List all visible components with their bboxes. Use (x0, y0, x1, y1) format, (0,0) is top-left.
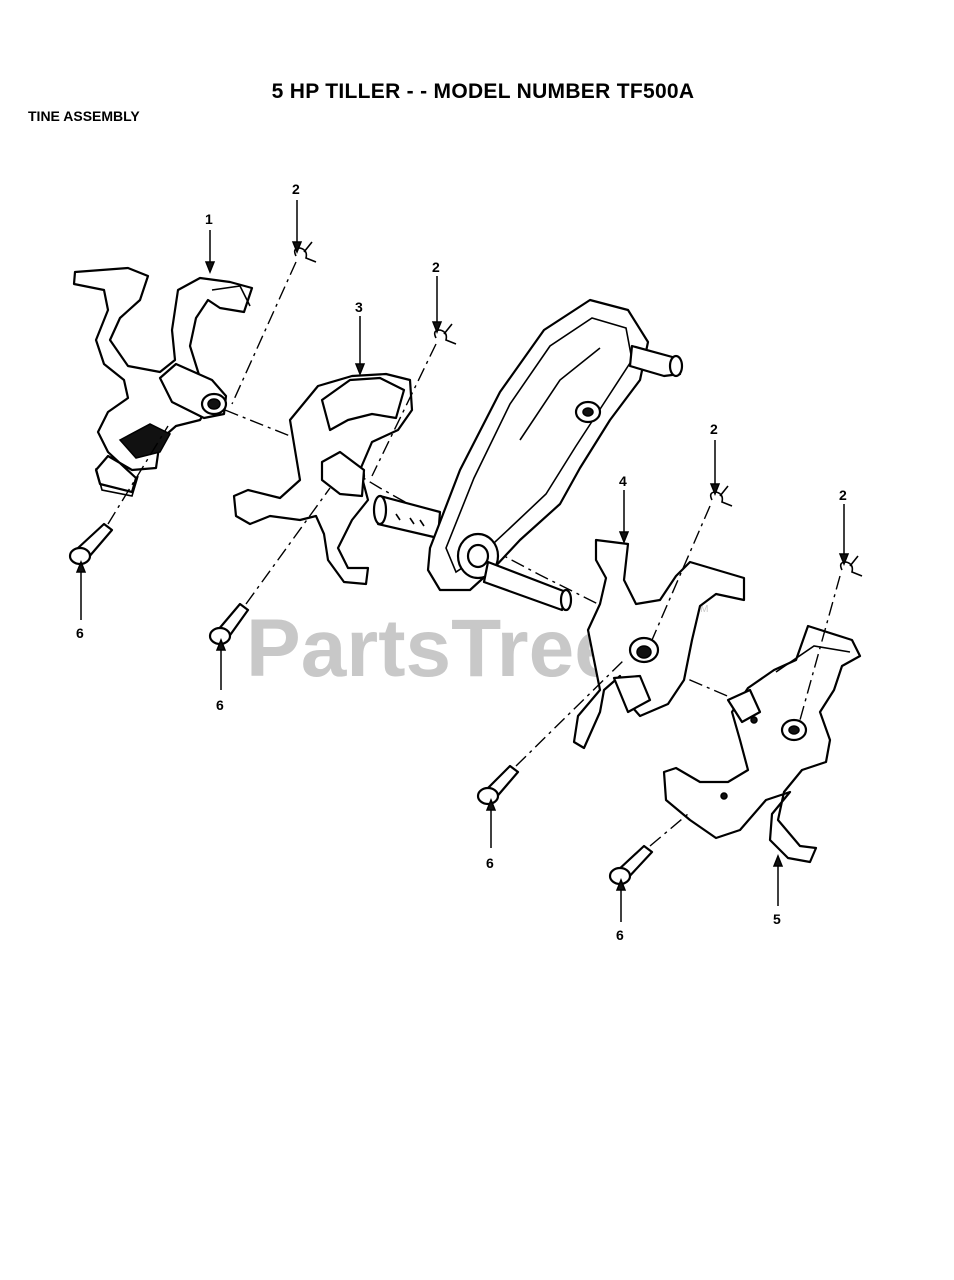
callout-part-6a: 6 (76, 625, 84, 641)
callout-part-2d: 2 (839, 487, 847, 503)
clevis-pin-6a (68, 425, 169, 566)
callout-part-5: 5 (773, 911, 781, 927)
tine-shaft (372, 494, 442, 540)
clevis-pin-6c (476, 659, 625, 806)
watermark-trademark: TM (694, 604, 708, 615)
hairpin-clip-2a (231, 241, 317, 405)
diagram-title: 5 HP TILLER - - MODEL NUMBER TF500A (271, 80, 695, 103)
callout-part-6d: 6 (616, 927, 624, 943)
callout-part-2a: 2 (292, 181, 300, 197)
hairpin-clip-2d (799, 555, 863, 721)
callout-part-2b: 2 (432, 259, 440, 275)
assembly-name: TINE ASSEMBLY (28, 108, 140, 124)
callout-part-4: 4 (619, 473, 627, 489)
hairpin-clip-2b (371, 323, 457, 477)
clevis-pin-6b (208, 487, 331, 646)
callout-part-6c: 6 (486, 855, 494, 871)
clevis-pin-6d (608, 813, 689, 886)
tine-inner-left-part-3 (232, 372, 414, 586)
gear-case (426, 298, 684, 612)
tine-right-part-5 (662, 624, 862, 864)
tine-inner-right-part-4 (572, 538, 746, 750)
callout-part-2c: 2 (710, 421, 718, 437)
tine-left-part-1 (72, 266, 254, 497)
callout-part-1: 1 (205, 211, 213, 227)
callout-part-6b: 6 (216, 697, 224, 713)
callout-part-3: 3 (355, 299, 363, 315)
callout-leaders (75, 200, 850, 922)
watermark: PartsTree (246, 603, 620, 694)
